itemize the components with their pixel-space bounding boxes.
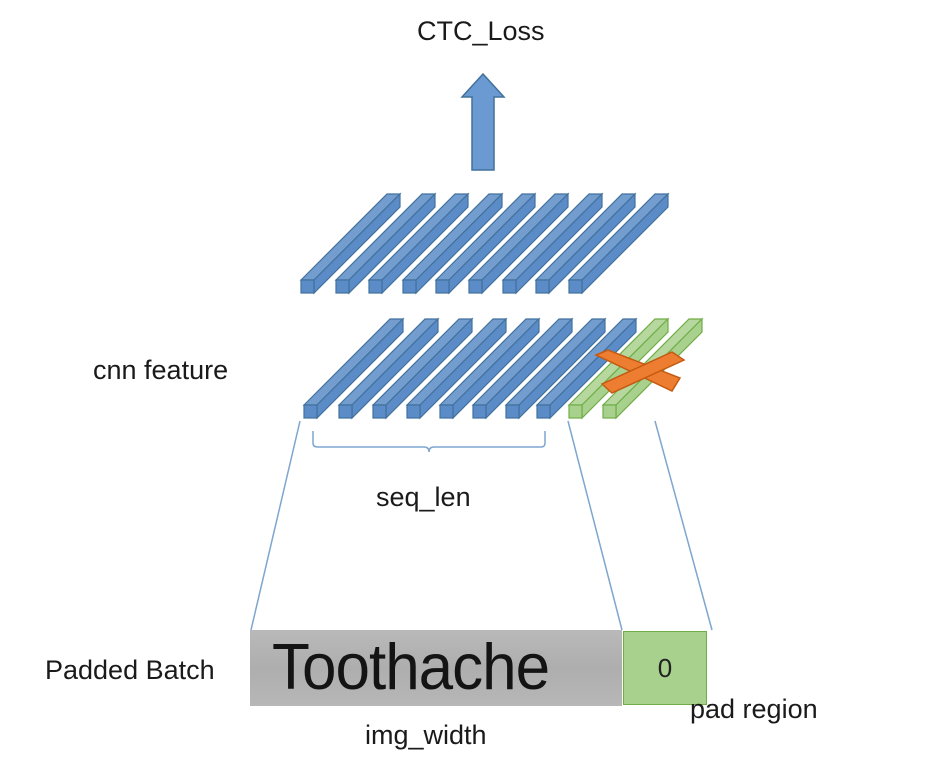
cross-icon [594, 349, 686, 394]
output-feature-5 [434, 192, 537, 295]
up-arrow-icon [460, 72, 506, 171]
seq-len-label: seq_len [376, 482, 471, 512]
cnn-feature-1 [302, 317, 405, 420]
output-feature-1 [299, 192, 402, 295]
img-width-label: img_width [365, 720, 487, 750]
cnn-feature-7 [504, 317, 607, 420]
projection-lines [250, 420, 713, 631]
output-feature-8 [534, 192, 637, 295]
padded-batch-label: Padded Batch [45, 655, 215, 685]
pad-region-label: pad region [690, 694, 818, 724]
cnn-feature-label: cnn feature [93, 355, 229, 385]
padded-batch-image: Toothache [250, 630, 622, 706]
cnn-feature-2 [337, 317, 440, 420]
output-feature-9 [567, 192, 670, 295]
cnn-feature-6 [471, 317, 574, 420]
cnn-feature-3 [371, 317, 474, 420]
output-feature-6 [467, 192, 570, 295]
image-word: Toothache [272, 631, 550, 704]
cnn-feature-4 [405, 317, 508, 420]
seq-len-brace [312, 431, 546, 453]
pad-value: 0 [657, 652, 673, 683]
output-feature-7 [501, 192, 604, 295]
ctc-loss-label: CTC_Loss [417, 16, 545, 46]
cnn-feature-row [302, 317, 704, 420]
cnn-feature-8 [535, 317, 638, 420]
output-feature-3 [367, 192, 470, 295]
pad-region-box: 0 [623, 631, 707, 705]
output-feature-row [299, 192, 670, 295]
output-feature-2 [334, 192, 437, 295]
cnn-feature-5 [438, 317, 541, 420]
output-feature-4 [401, 192, 504, 295]
